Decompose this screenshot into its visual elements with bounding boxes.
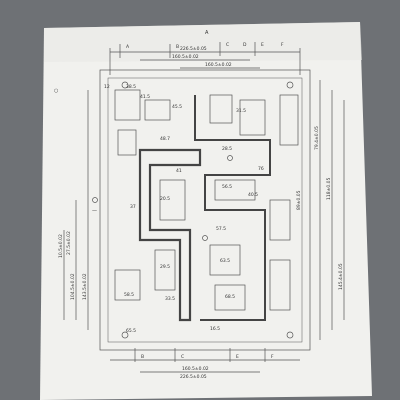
dim-small-17: 58.5 [124, 292, 134, 298]
marker-top-a: A [126, 44, 130, 50]
pocket-1 [114, 89, 141, 121]
marker-top-f: F [281, 42, 284, 48]
dim-top-overall: 226.5±0.05 [180, 46, 207, 52]
pocket-11 [279, 94, 299, 146]
dim-small-7: 20.5 [160, 196, 170, 202]
dim-left-lower: 104.5±0.02 [70, 273, 76, 300]
marker-bottom-f: F [271, 354, 274, 360]
dim-small-15: 29.5 [160, 264, 170, 270]
dim-bottom-inner: 160.5±0.02 [182, 366, 209, 372]
pocket-2 [144, 99, 171, 121]
serpentine-channel-2 [194, 95, 271, 321]
dim-left-label-1: 27.5±0.02 [66, 231, 72, 255]
hole-6 [227, 155, 233, 161]
top-label: A [205, 30, 209, 36]
dim-small-5: 48.7 [160, 136, 170, 142]
dim-small-1: 12 [104, 84, 110, 90]
dim-small-13: 63.5 [220, 258, 230, 264]
dim-small-12: 37 [130, 204, 136, 210]
hole-2 [286, 81, 294, 89]
dim-right-lower: 145.4±0.05 [338, 263, 344, 290]
dim-small-6: 41 [176, 168, 182, 174]
labels: A A B C D E F B C E F 226.5±0.05 160.5±0… [54, 30, 344, 380]
serpentine-channel [138, 148, 202, 322]
marker-top-e: E [261, 42, 264, 48]
dim-small-18: 65.5 [126, 328, 136, 334]
dim-small-9: 31.5 [236, 108, 246, 114]
pocket-3 [209, 94, 233, 124]
dim-right-upper: 79.4±0.05 [314, 126, 320, 150]
hole-5 [202, 235, 208, 241]
marker-top-d: D [243, 42, 247, 48]
hole-3 [121, 331, 129, 339]
pocket-7 [114, 269, 141, 301]
pocket-6 [214, 284, 246, 311]
dim-top-right: 160.5±0.02 [205, 62, 232, 68]
marker-top-b: B [176, 44, 179, 50]
dim-small-21: 76 [258, 166, 264, 172]
paper-shade [44, 22, 362, 62]
marker-bottom-e: E [236, 354, 239, 360]
dim-small-20: 40.5 [248, 192, 258, 198]
pocket-9 [269, 199, 291, 241]
dim-top-inner: 160.5±0.02 [172, 54, 199, 60]
pocket-13 [159, 179, 186, 221]
pocket-10 [269, 259, 291, 311]
hole-1 [121, 81, 129, 89]
marker-bottom-b: B [141, 354, 144, 360]
pocket-4 [239, 99, 266, 136]
dim-small-14: 68.5 [225, 294, 235, 300]
dim-small-3: 41.5 [140, 94, 150, 100]
dim-small-8: 28.5 [222, 146, 232, 152]
dim-small-19: 16.5 [210, 326, 220, 332]
pocket-12 [214, 179, 256, 201]
dim-right-mid: 118±0.05 [326, 177, 332, 200]
dim-bottom-overall: 226.5±0.05 [180, 374, 207, 380]
dim-small-16: 33.5 [165, 296, 175, 302]
marker-top-c: C [226, 42, 229, 48]
left-dash-marker: — [92, 208, 97, 214]
dim-small-11: 57.5 [216, 226, 226, 232]
dim-left-mid: 143.5±0.02 [82, 273, 88, 300]
inner-outline [107, 77, 303, 343]
pocket-5 [209, 244, 241, 276]
drawing-lines [63, 42, 345, 373]
outer-outline [99, 69, 311, 351]
pocket-8 [154, 249, 176, 291]
marker-bottom-c: C [181, 354, 184, 360]
left-circle-marker: ○ [54, 88, 58, 94]
hole-7 [92, 197, 98, 203]
dim-small-10: 56.5 [222, 184, 232, 190]
pocket-14 [117, 129, 137, 156]
hole-4 [286, 331, 294, 339]
dim-small-4: 45.5 [172, 104, 182, 110]
dim-right-mid2: 89±0.05 [296, 190, 302, 210]
dim-small-2: 38.5 [126, 84, 136, 90]
dim-left-label-2: 10.5±0.02 [58, 234, 64, 258]
